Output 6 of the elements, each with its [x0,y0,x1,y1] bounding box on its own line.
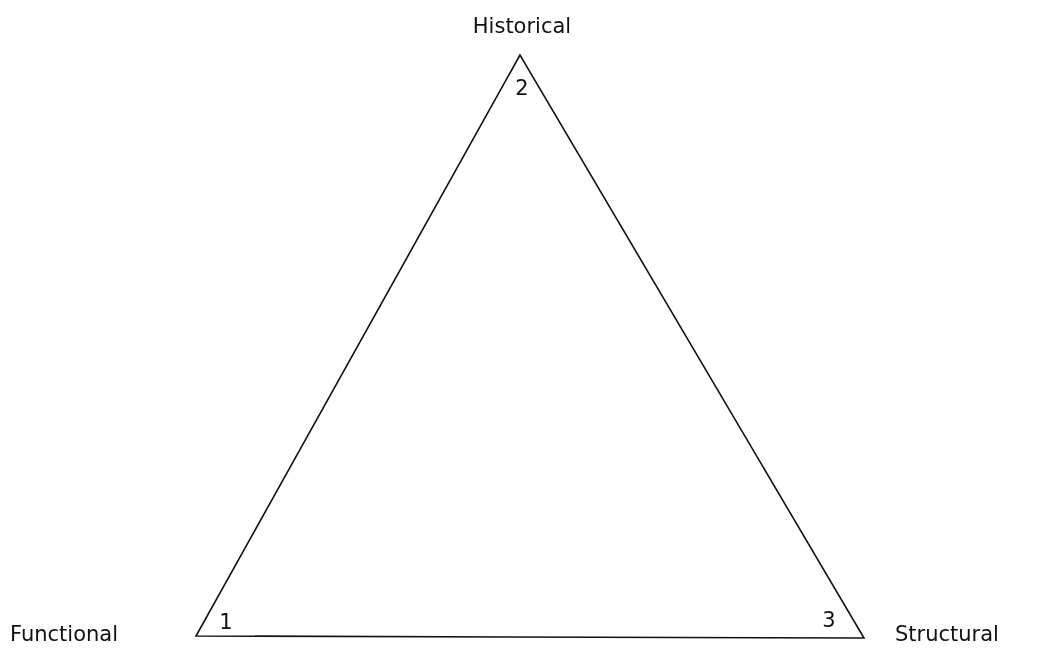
vertex-number: 1 [219,612,233,633]
vertex-label: Structural [895,624,999,645]
vertex-label: Functional [10,624,119,645]
vertex-label: Historical [472,16,572,37]
vertex-number: 3 [822,610,836,631]
vertex-number: 2 [515,78,529,99]
